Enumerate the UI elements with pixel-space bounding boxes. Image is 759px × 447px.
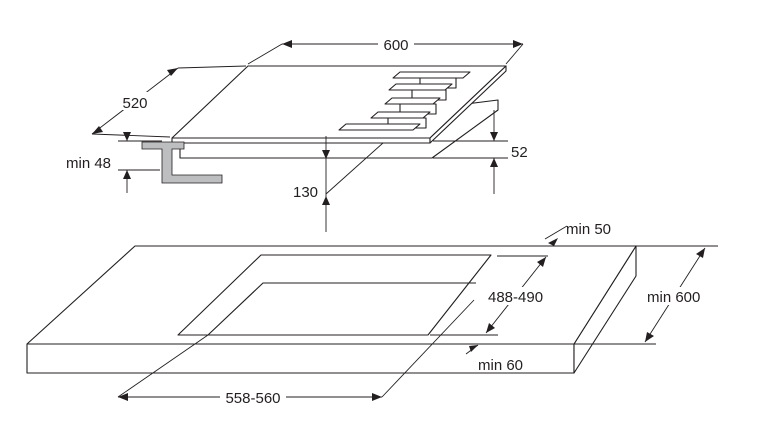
- front-gap-label: min 60: [478, 357, 523, 374]
- dimension-520: 520: [91, 65, 247, 138]
- back-gap-label: min 50: [566, 221, 611, 238]
- dimension-min-60: min 60: [465, 344, 523, 374]
- dimension-min-50: min 50: [497, 221, 611, 257]
- mounting-bracket: [141, 141, 223, 184]
- hob-depth-label: 520: [122, 95, 147, 112]
- worktop-cutout: [177, 254, 492, 336]
- dimension-52: 52: [433, 110, 528, 194]
- dimension-min-600: min 600: [574, 245, 718, 345]
- dimension-600: 600: [247, 34, 524, 65]
- clearance-label: 130: [293, 184, 318, 201]
- worktop-drawing: [26, 245, 637, 374]
- worktop-depth-label: min 600: [647, 289, 700, 306]
- dimension-558-560: 558-560: [117, 299, 475, 407]
- hob-height-label: 52: [511, 144, 528, 161]
- hob-side-edge: [429, 65, 507, 144]
- cutout-inner-edge: [207, 282, 476, 336]
- hob-front-edge: [171, 137, 431, 144]
- dimension-130: 130: [293, 136, 384, 232]
- control-knobs: [338, 71, 471, 131]
- cutout-depth-label: 488-490: [488, 289, 543, 306]
- dimension-min-48: min 48: [66, 132, 162, 193]
- cutout-width-label: 558-560: [225, 390, 280, 407]
- bracket-height-label: min 48: [66, 155, 111, 172]
- dimension-488-490: 488-490: [430, 256, 550, 336]
- hob-drawing: [141, 65, 507, 184]
- hob-width-label: 600: [383, 37, 408, 54]
